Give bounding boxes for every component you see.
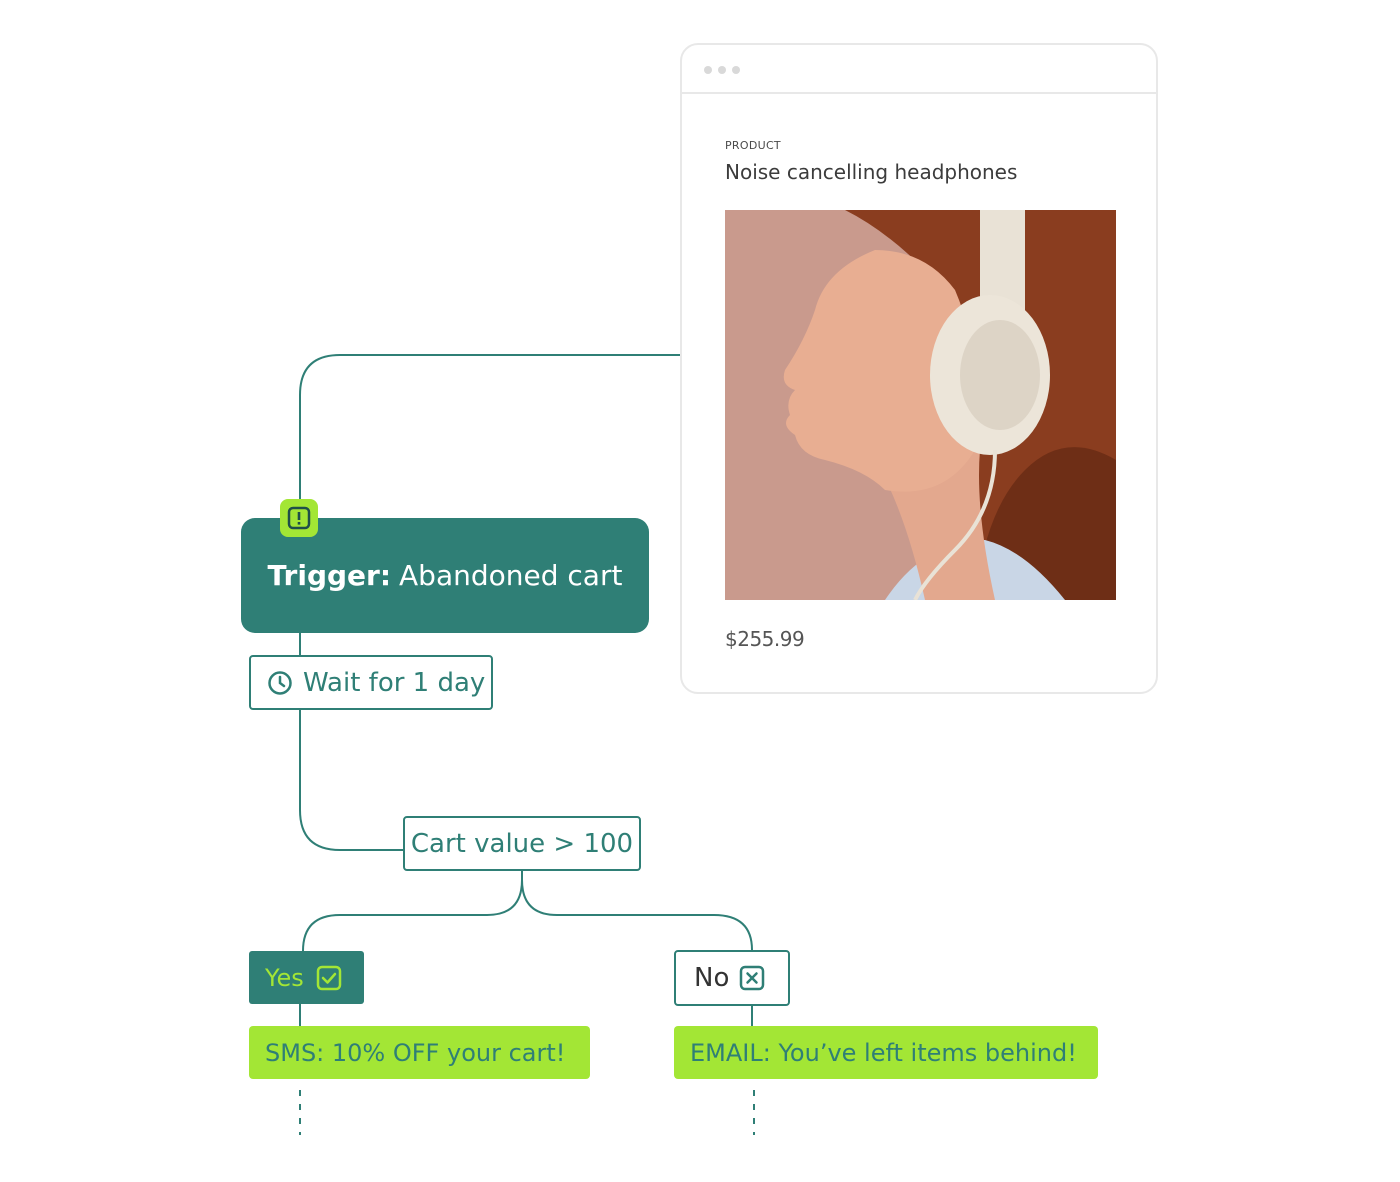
window-dot-icon — [732, 66, 740, 74]
product-card: PRODUCT Noise cancelling headphones $255… — [680, 43, 1158, 694]
product-photo — [725, 210, 1116, 600]
wait-label: Wait for 1 day — [303, 667, 486, 698]
condition-node[interactable]: Cart value > 100 — [403, 816, 641, 871]
email-action-label: EMAIL: You’ve left items behind! — [690, 1038, 1077, 1067]
window-dot-icon — [704, 66, 712, 74]
trigger-node[interactable]: Trigger: Abandoned cart — [241, 518, 649, 633]
no-label: No — [694, 963, 730, 993]
alert-icon — [280, 499, 318, 537]
trigger-value: Abandoned cart — [399, 559, 623, 592]
window-title-bar — [682, 45, 1156, 94]
product-price: $255.99 — [725, 627, 805, 651]
clock-icon — [268, 670, 292, 695]
condition-label: Cart value > 100 — [410, 828, 634, 859]
no-branch[interactable]: No — [674, 950, 790, 1006]
close-box-icon — [740, 965, 765, 991]
window-dot-icon — [718, 66, 726, 74]
product-title: Noise cancelling headphones — [725, 160, 1018, 184]
product-eyebrow: PRODUCT — [725, 139, 781, 152]
wait-node[interactable]: Wait for 1 day — [249, 655, 493, 710]
trigger-label: Trigger: — [267, 559, 392, 592]
sms-action-label: SMS: 10% OFF your cart! — [265, 1038, 566, 1067]
yes-label: Yes — [265, 963, 304, 992]
email-action[interactable]: EMAIL: You’ve left items behind! — [674, 1026, 1098, 1079]
sms-action[interactable]: SMS: 10% OFF your cart! — [249, 1026, 590, 1079]
checkbox-checked-icon — [316, 965, 341, 990]
yes-branch[interactable]: Yes — [249, 951, 364, 1004]
